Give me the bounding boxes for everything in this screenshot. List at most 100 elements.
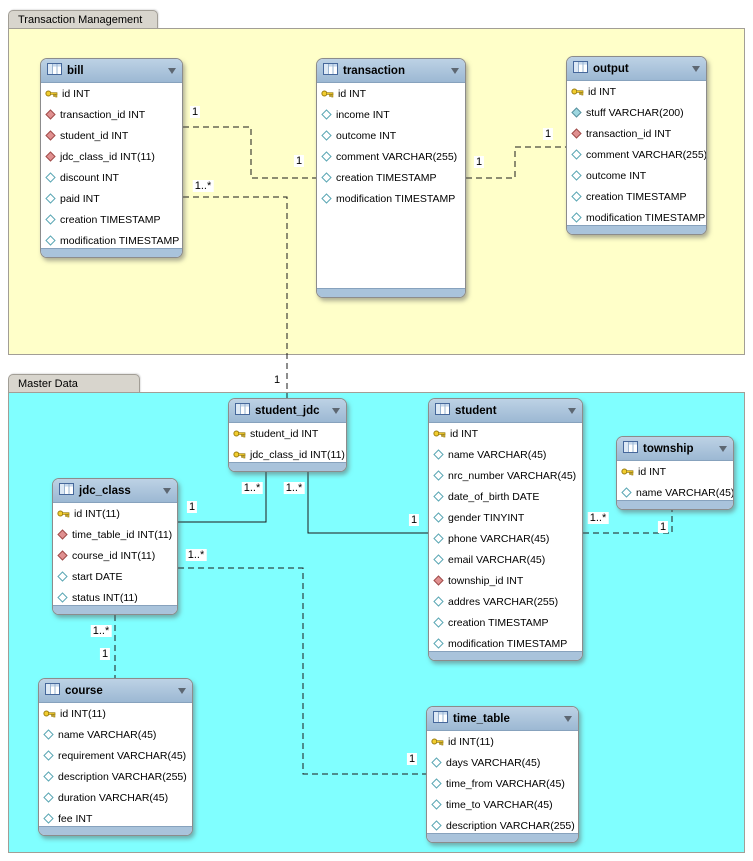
table-course-column-row[interactable]: fee INT xyxy=(39,808,192,827)
table-time_table-column-row[interactable]: id INT(11) xyxy=(427,731,578,752)
column-text: id INT xyxy=(588,85,617,98)
table-student-column-row[interactable]: nrc_number VARCHAR(45) xyxy=(429,465,582,486)
table-bill-column-row[interactable]: transaction_id INT xyxy=(41,104,182,125)
table-student-column-row[interactable]: modification TIMESTAMP xyxy=(429,633,582,652)
collapse-arrow-icon[interactable] xyxy=(332,407,340,414)
table-bill-column-row[interactable]: jdc_class_id INT(11) xyxy=(41,146,182,167)
table-transaction-column-row[interactable]: comment VARCHAR(255) xyxy=(317,146,465,167)
collapse-arrow-icon[interactable] xyxy=(163,487,171,494)
table-student-column-row[interactable]: date_of_birth DATE xyxy=(429,486,582,507)
table-student-column-row[interactable]: email VARCHAR(45) xyxy=(429,549,582,570)
foreign-key-icon xyxy=(57,550,68,561)
column-text: time_table_id INT(11) xyxy=(72,528,173,541)
table-bill-column-row[interactable]: modification TIMESTAMP xyxy=(41,230,182,249)
table-course-column-row[interactable]: id INT(11) xyxy=(39,703,192,724)
foreign-key-icon xyxy=(45,130,56,141)
column-text: date_of_birth DATE xyxy=(448,490,540,503)
connection-transaction-output-line[interactable] xyxy=(466,146,566,179)
table-student_jdc-column-row[interactable]: student_id INT xyxy=(229,423,346,444)
table-course-column-row[interactable]: description VARCHAR(255) xyxy=(39,766,192,787)
collapse-arrow-icon[interactable] xyxy=(168,67,176,74)
table-bill-column-row[interactable]: id INT xyxy=(41,83,182,104)
collapse-arrow-icon[interactable] xyxy=(568,407,576,414)
table-student-column-row[interactable]: id INT xyxy=(429,423,582,444)
table-transaction-column-row[interactable]: creation TIMESTAMP xyxy=(317,167,465,188)
collapse-arrow-icon[interactable] xyxy=(178,687,186,694)
table-course-column-row[interactable]: requirement VARCHAR(45) xyxy=(39,745,192,766)
column-text: name VARCHAR(45) xyxy=(448,448,547,461)
column-text: creation TIMESTAMP xyxy=(586,190,687,203)
table-time_table-column-row[interactable]: days VARCHAR(45) xyxy=(427,752,578,773)
table-output-column-row[interactable]: modification TIMESTAMP xyxy=(567,207,706,226)
table-student_jdc-header[interactable]: student_jdc xyxy=(229,399,346,423)
table-student-column-row[interactable]: addres VARCHAR(255) xyxy=(429,591,582,612)
table-output-column-row[interactable]: stuff VARCHAR(200) xyxy=(567,102,706,123)
table-jdc_class-column-row[interactable]: start DATE xyxy=(53,566,177,587)
connection-student_jdc-student-line[interactable] xyxy=(307,472,428,534)
table-student-column-row[interactable]: name VARCHAR(45) xyxy=(429,444,582,465)
column-text: description VARCHAR(255) xyxy=(446,819,575,832)
collapse-arrow-icon[interactable] xyxy=(719,445,727,452)
table-output-column-row[interactable]: creation TIMESTAMP xyxy=(567,186,706,207)
connection-jdc_class-time_table-line[interactable] xyxy=(178,567,426,775)
connection-student-township-line[interactable] xyxy=(583,510,673,534)
collapse-arrow-icon[interactable] xyxy=(451,67,459,74)
connection-bill-student_jdc-line[interactable] xyxy=(183,196,288,398)
collapse-arrow-icon[interactable] xyxy=(564,715,572,722)
table-output-column-row[interactable]: transaction_id INT xyxy=(567,123,706,144)
table-student-column-row[interactable]: creation TIMESTAMP xyxy=(429,612,582,633)
table-student-column-row[interactable]: gender TINYINT xyxy=(429,507,582,528)
table-bill-footer xyxy=(41,248,182,257)
table-bill-column-row[interactable]: paid INT xyxy=(41,188,182,209)
table-bill-header[interactable]: bill xyxy=(41,59,182,83)
table-transaction-header[interactable]: transaction xyxy=(317,59,465,83)
table-transaction-column-row[interactable]: outcome INT xyxy=(317,125,465,146)
region-tab-master-data[interactable]: Master Data xyxy=(8,374,140,393)
table-jdc_class-column-row[interactable]: course_id INT(11) xyxy=(53,545,177,566)
table-township-header[interactable]: township xyxy=(617,437,733,461)
table-bill-column-row[interactable]: creation TIMESTAMP xyxy=(41,209,182,230)
table-course-column-row[interactable]: name VARCHAR(45) xyxy=(39,724,192,745)
table-time_table-column-row[interactable]: time_to VARCHAR(45) xyxy=(427,794,578,815)
table-time_table-column-row[interactable]: time_from VARCHAR(45) xyxy=(427,773,578,794)
table-course-column-row[interactable]: duration VARCHAR(45) xyxy=(39,787,192,808)
table-township-column-row[interactable]: id INT xyxy=(617,461,733,482)
table-jdc_class-header[interactable]: jdc_class xyxy=(53,479,177,503)
connection-jdc_class-student_jdc-line[interactable] xyxy=(178,472,267,523)
table-output-column-row[interactable]: id INT xyxy=(567,81,706,102)
table-bill-column-row[interactable]: discount INT xyxy=(41,167,182,188)
table-township-column-row[interactable]: name VARCHAR(45) xyxy=(617,482,733,501)
table-transaction-column-row[interactable]: modification TIMESTAMP xyxy=(317,188,465,209)
nullable-icon xyxy=(57,592,68,603)
table-output[interactable]: output id INT stuff VARCHAR(200)transactio… xyxy=(566,56,707,235)
table-student-column-row[interactable]: township_id INT xyxy=(429,570,582,591)
table-student-column-row[interactable]: phone VARCHAR(45) xyxy=(429,528,582,549)
table-time_table-header[interactable]: time_table xyxy=(427,707,578,731)
table-output-column-row[interactable]: outcome INT xyxy=(567,165,706,186)
table-course-header[interactable]: course xyxy=(39,679,192,703)
table-output-header[interactable]: output xyxy=(567,57,706,81)
table-jdc_class-column-row[interactable]: time_table_id INT(11) xyxy=(53,524,177,545)
collapse-arrow-icon[interactable] xyxy=(692,65,700,72)
table-transaction-column-row[interactable]: id INT xyxy=(317,83,465,104)
primary-key-icon xyxy=(43,707,56,720)
table-student_jdc-column-row[interactable]: jdc_class_id INT(11) xyxy=(229,444,346,463)
column-text: modification TIMESTAMP xyxy=(60,234,180,247)
table-jdc_class-column-row[interactable]: id INT(11) xyxy=(53,503,177,524)
table-output-column-row[interactable]: comment VARCHAR(255) xyxy=(567,144,706,165)
table-student-header[interactable]: student xyxy=(429,399,582,423)
table-transaction-column-row[interactable]: income INT xyxy=(317,104,465,125)
region-tab-transaction-management[interactable]: Transaction Management xyxy=(8,10,158,29)
table-bill-column-row[interactable]: student_id INT xyxy=(41,125,182,146)
table-jdc_class-column-row[interactable]: status INT(11) xyxy=(53,587,177,606)
connection-bill-transaction-line[interactable] xyxy=(183,126,316,179)
table-time_table-column-row[interactable]: description VARCHAR(255) xyxy=(427,815,578,834)
